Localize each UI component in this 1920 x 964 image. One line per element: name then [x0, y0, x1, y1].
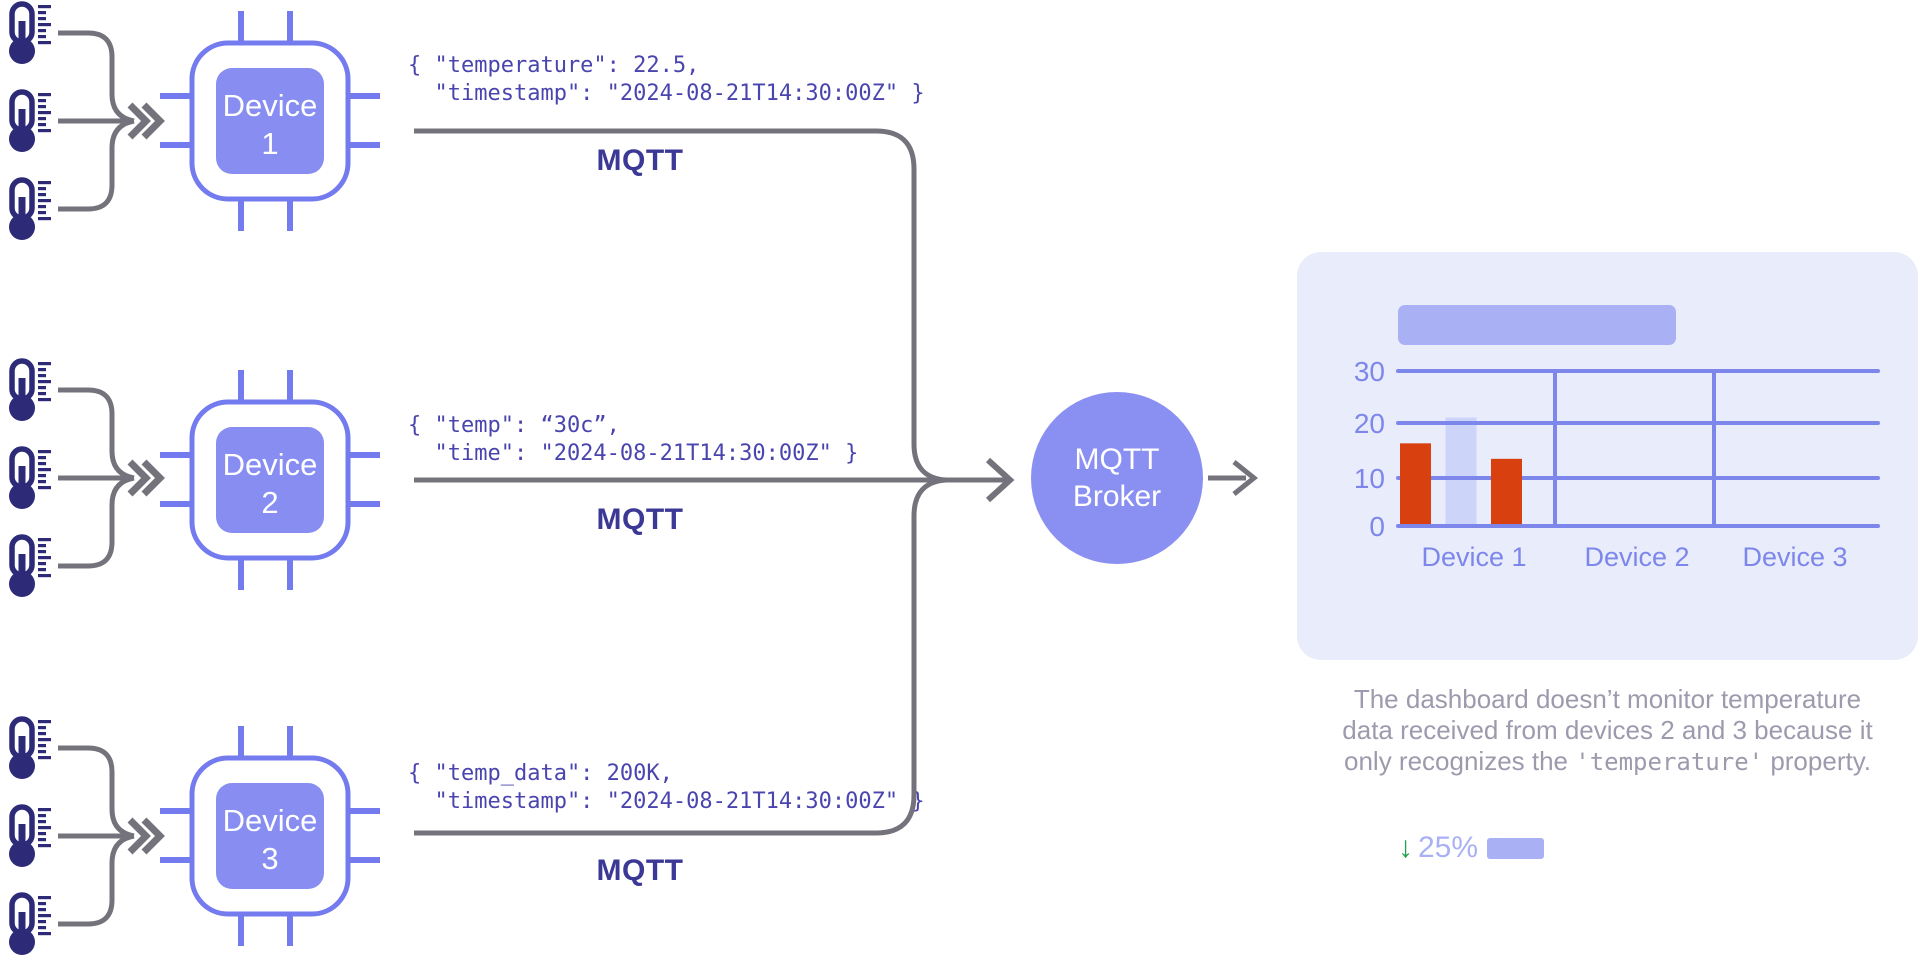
- device-1-label-line1: Device: [223, 88, 318, 123]
- chip-body: [216, 68, 324, 174]
- y-tick-label: 10: [1354, 463, 1385, 494]
- device-2-label-line2: 2: [261, 485, 278, 520]
- arrow-head-icon: [1232, 460, 1259, 496]
- device-1-payload: { "temperature": 22.5, "timestamp": "202…: [408, 52, 925, 108]
- x-category-label: Device 3: [1742, 542, 1847, 572]
- x-category-label: Device 2: [1584, 542, 1689, 572]
- caption-line3-prefix: only recognizes the: [1344, 746, 1576, 776]
- trend-value: 25%: [1418, 831, 1479, 864]
- caption-line1: The dashboard doesn’t monitor temperatur…: [1353, 684, 1862, 714]
- device-3-label-line2: 3: [261, 841, 278, 876]
- device-2-protocol-label: MQTT: [596, 503, 684, 536]
- arrow-head-icon: [985, 457, 1015, 503]
- trend-label-placeholder: [1487, 837, 1545, 859]
- device-2-chip: Device 2: [160, 370, 380, 590]
- trend-indicator: ↓ 25%: [1398, 831, 1545, 864]
- payload-line: "timestamp": "2024-08-21T14:30:00Z" }: [408, 789, 925, 814]
- mqtt-broker-node: MQTT Broker: [1031, 392, 1203, 564]
- payload-line: { "temperature": 22.5,: [408, 53, 700, 78]
- caption-line2: data received from devices 2 and 3 becau…: [1342, 715, 1873, 745]
- payload-line: "timestamp": "2024-08-21T14:30:00Z" }: [408, 81, 925, 106]
- caption-text: The dashboard doesn’t monitor temperatur…: [1297, 684, 1918, 778]
- y-tick-label: 30: [1354, 356, 1385, 387]
- dashboard-card: 30 20 10 0 Device 1 Device 2 Device 3 ↓ …: [1297, 252, 1918, 864]
- chart-bar: [1400, 443, 1431, 526]
- device-3-payload: { "temp_data": 200K, "timestamp": "2024-…: [408, 760, 925, 816]
- payload-line: "time": "2024-08-21T14:30:00Z" }: [408, 441, 859, 466]
- device-3-mqtt-line: [414, 477, 947, 836]
- chart-bar: [1445, 417, 1477, 526]
- device-3-chip: Device 3: [160, 726, 380, 946]
- temperature-chart: 30 20 10 0 Device 1 Device 2 Device 3: [1354, 356, 1880, 572]
- chart-bar: [1491, 458, 1522, 526]
- y-tick-label: 0: [1369, 511, 1385, 542]
- device-2-label-line1: Device: [223, 447, 318, 482]
- device-1-mqtt-line: [414, 128, 947, 483]
- x-category-label: Device 1: [1421, 542, 1526, 572]
- device-2-payload: { "temp": “30c”, "time": "2024-08-21T14:…: [408, 412, 858, 468]
- device-1-chip: Device 1: [160, 11, 380, 231]
- caption-line3-suffix: property.: [1763, 746, 1871, 776]
- device-3-label-line1: Device: [223, 803, 318, 838]
- caption-code-temperature: 'temperature': [1575, 748, 1764, 776]
- payload-line: { "temp_data": 200K,: [408, 761, 673, 786]
- chip-body: [216, 783, 324, 889]
- device-1-protocol-label: MQTT: [596, 144, 684, 177]
- payload-line: { "temp": “30c”,: [408, 413, 620, 438]
- broker-label-line1: MQTT: [1074, 443, 1160, 476]
- chip-body: [216, 427, 324, 533]
- broker-label-line2: Broker: [1072, 480, 1162, 513]
- trend-down-icon: ↓: [1398, 831, 1413, 864]
- device-3-protocol-label: MQTT: [596, 854, 684, 887]
- device-1-label-line2: 1: [261, 126, 278, 161]
- dashboard-title-placeholder: [1398, 305, 1676, 345]
- broker-connector-lines: [414, 128, 1259, 836]
- chart-bars-back: [1445, 417, 1477, 526]
- y-tick-label: 20: [1354, 408, 1385, 439]
- chart-bars-front: [1400, 443, 1522, 526]
